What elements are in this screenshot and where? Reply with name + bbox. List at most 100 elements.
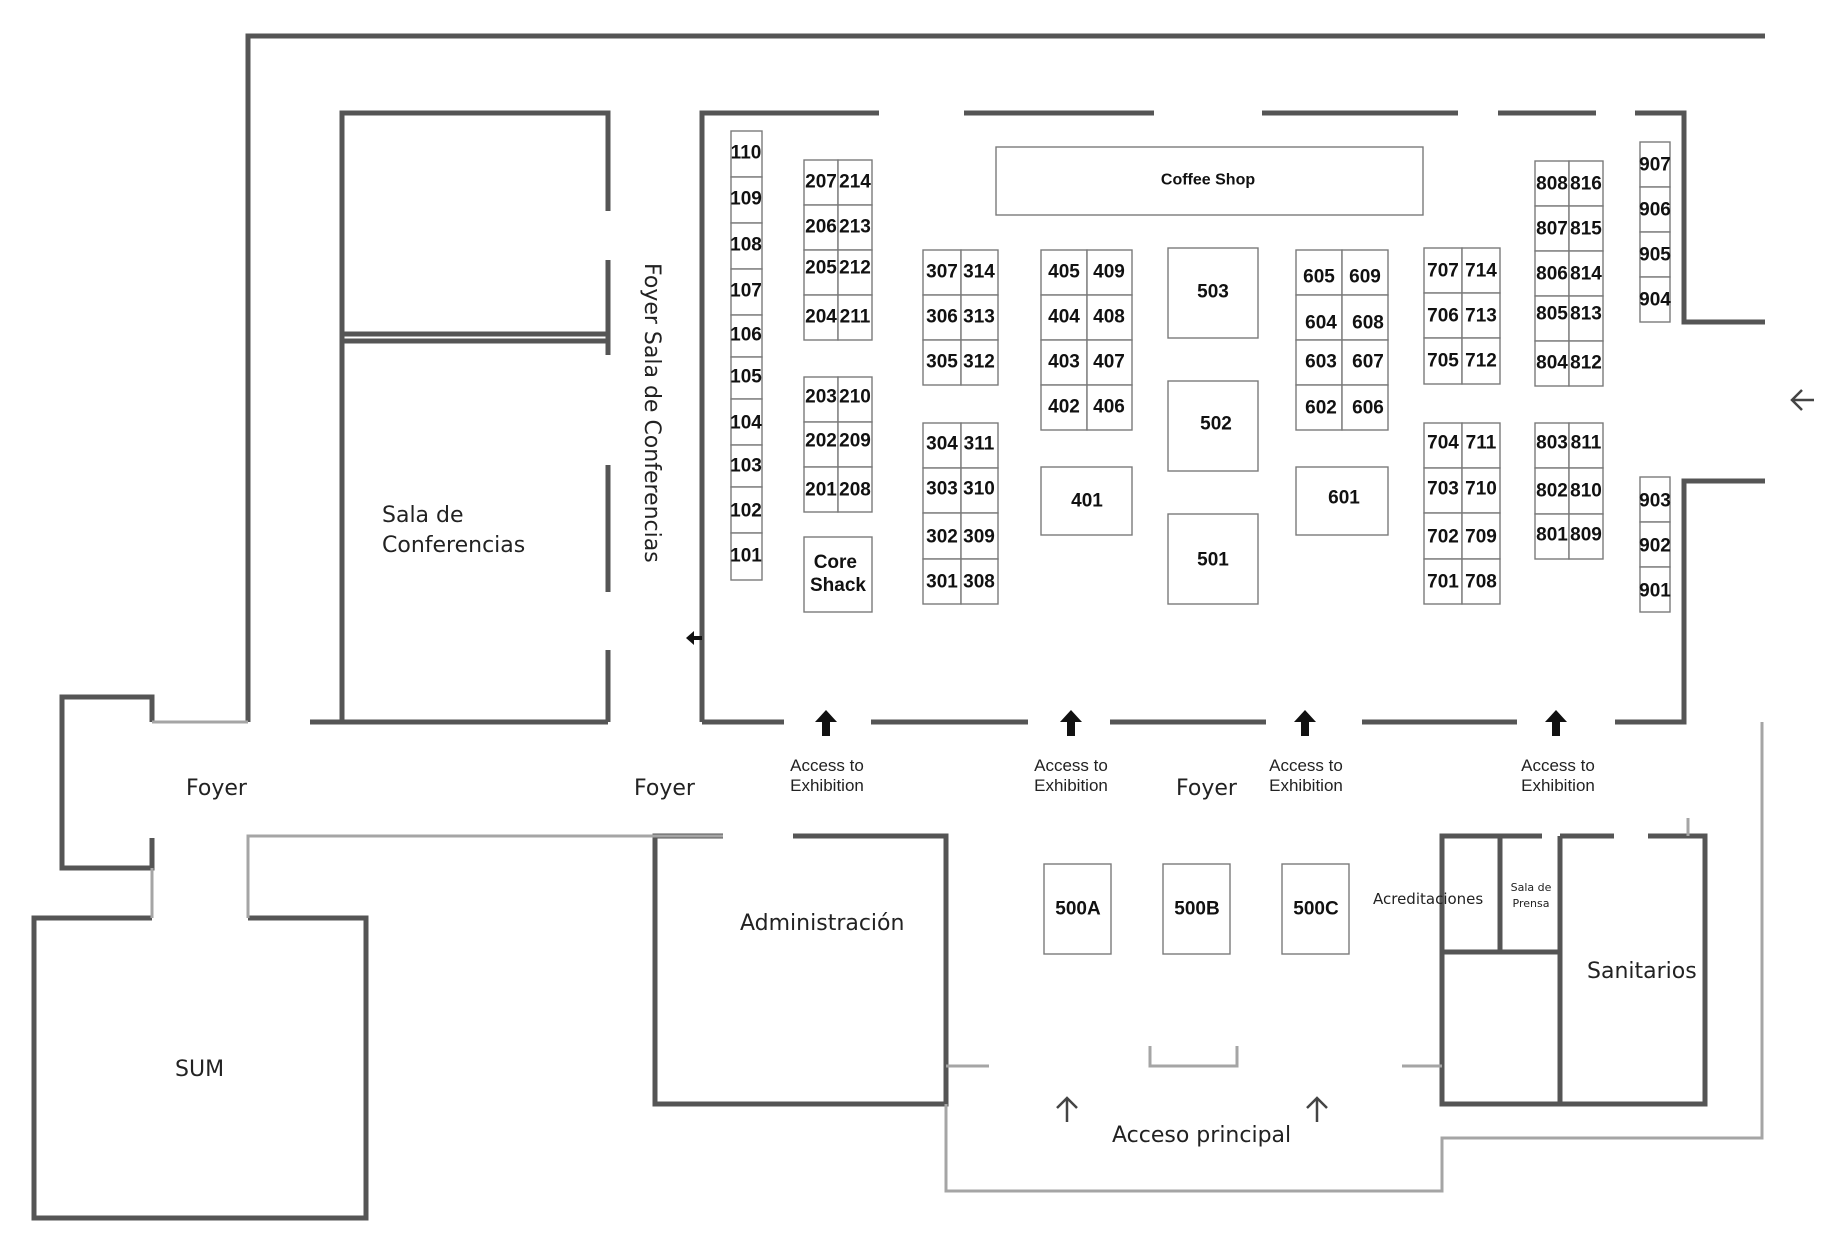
- booth-label: 409: [1093, 262, 1125, 283]
- booth-704[interactable]: [1423, 422, 1463, 469]
- booth-label: 310: [963, 479, 995, 500]
- booth-label: 807: [1536, 219, 1568, 240]
- booth-label: 402: [1048, 397, 1080, 418]
- booth-500a[interactable]: [1043, 863, 1112, 955]
- booth-208[interactable]: [837, 466, 873, 513]
- booth-label: 907: [1639, 155, 1671, 176]
- booth-503[interactable]: [1167, 247, 1259, 339]
- booth-813[interactable]: [1568, 295, 1604, 342]
- booth-601[interactable]: [1295, 466, 1389, 536]
- booth-107[interactable]: [730, 268, 763, 316]
- booth-602[interactable]: [1295, 384, 1343, 431]
- booth-203[interactable]: [803, 376, 839, 423]
- booth-102[interactable]: [730, 486, 763, 534]
- booth-407[interactable]: [1086, 339, 1133, 386]
- access-label: Exhibition: [790, 776, 864, 795]
- administracion-label: Administración: [740, 911, 904, 936]
- booth-501[interactable]: [1167, 513, 1259, 605]
- booth-101[interactable]: [730, 532, 763, 581]
- booth-816[interactable]: [1568, 160, 1604, 207]
- booth-500c[interactable]: [1281, 863, 1350, 955]
- booth-301[interactable]: [922, 558, 962, 605]
- booth-907[interactable]: [1639, 141, 1671, 188]
- booth-401[interactable]: [1040, 466, 1133, 536]
- booth-406[interactable]: [1086, 384, 1133, 431]
- booth-label: 708: [1465, 572, 1497, 593]
- booth-810[interactable]: [1568, 467, 1604, 515]
- booth-302[interactable]: [922, 512, 962, 560]
- booth-905[interactable]: [1639, 231, 1671, 278]
- booth-502[interactable]: [1167, 380, 1259, 472]
- booth-812[interactable]: [1568, 340, 1604, 387]
- booth-313[interactable]: [960, 294, 999, 341]
- booth-209[interactable]: [837, 421, 873, 468]
- booth-402[interactable]: [1040, 384, 1088, 431]
- booth-105[interactable]: [730, 356, 763, 400]
- booth-label: 703: [1427, 479, 1459, 500]
- booth-206[interactable]: [803, 204, 839, 251]
- booth-label: 702: [1427, 527, 1459, 548]
- booth-label: 307: [926, 262, 958, 283]
- booth-label: 109: [730, 189, 762, 210]
- booth-212[interactable]: [837, 249, 873, 296]
- booth-205[interactable]: [803, 249, 839, 296]
- booth-405[interactable]: [1040, 249, 1088, 296]
- booth-106[interactable]: [730, 314, 763, 358]
- booth-label: 601: [1328, 488, 1360, 509]
- booth-807[interactable]: [1534, 205, 1570, 252]
- acreditaciones-label: Acreditaciones: [1373, 890, 1483, 908]
- booth-708[interactable]: [1461, 558, 1501, 605]
- booth-804[interactable]: [1534, 340, 1570, 387]
- booth-901[interactable]: [1639, 566, 1671, 613]
- booth-label: 214: [839, 172, 871, 193]
- booth-label: 605: [1303, 267, 1335, 288]
- booth-214[interactable]: [837, 159, 873, 206]
- booth-label: 603: [1305, 352, 1337, 373]
- booth-306[interactable]: [922, 294, 962, 341]
- booth-label: 108: [730, 235, 762, 256]
- booth-701[interactable]: [1423, 558, 1463, 605]
- booth-604[interactable]: [1295, 294, 1343, 341]
- booth-815[interactable]: [1568, 205, 1604, 252]
- booth-702[interactable]: [1423, 512, 1463, 560]
- booth-310[interactable]: [960, 467, 999, 514]
- booth-710[interactable]: [1461, 467, 1501, 514]
- booth-404[interactable]: [1040, 294, 1088, 341]
- booth-303[interactable]: [922, 467, 962, 514]
- booth-label: 107: [730, 281, 762, 302]
- booth-906[interactable]: [1639, 186, 1671, 233]
- booth-808[interactable]: [1534, 160, 1570, 207]
- booth-103[interactable]: [730, 444, 763, 488]
- booth-608[interactable]: [1341, 294, 1389, 341]
- booth-211[interactable]: [837, 294, 873, 341]
- booth-label: 309: [963, 527, 995, 548]
- booth-714[interactable]: [1461, 247, 1501, 294]
- booth-811[interactable]: [1568, 422, 1604, 469]
- outer-light-walls: [150, 720, 1764, 1193]
- coffee-shop[interactable]: Coffee Shop: [995, 146, 1424, 216]
- booth-802[interactable]: [1534, 467, 1570, 515]
- booth-308[interactable]: [960, 558, 999, 605]
- booth-label: 205: [805, 258, 837, 279]
- core-shack-booth[interactable]: [803, 536, 873, 613]
- booth-805[interactable]: [1534, 295, 1570, 342]
- booth-409[interactable]: [1086, 249, 1133, 296]
- booth-213[interactable]: [837, 204, 873, 251]
- booth-904[interactable]: [1639, 276, 1671, 323]
- booth-814[interactable]: [1568, 250, 1604, 297]
- booth-705[interactable]: [1423, 337, 1463, 385]
- booth-713[interactable]: [1461, 292, 1501, 339]
- booth-label: 301: [926, 572, 958, 593]
- booth-408[interactable]: [1086, 294, 1133, 341]
- booth-609[interactable]: [1341, 249, 1389, 296]
- booth-712[interactable]: [1461, 337, 1501, 385]
- booth-809[interactable]: [1568, 513, 1604, 560]
- booth-606[interactable]: [1341, 384, 1389, 431]
- booth-711[interactable]: [1461, 422, 1501, 469]
- booth-label: 206: [805, 217, 837, 238]
- booth-902[interactable]: [1639, 521, 1671, 568]
- booth-312[interactable]: [960, 339, 999, 386]
- booth-500b[interactable]: [1162, 863, 1231, 955]
- booth-201[interactable]: [803, 466, 839, 513]
- booth-403[interactable]: [1040, 339, 1088, 386]
